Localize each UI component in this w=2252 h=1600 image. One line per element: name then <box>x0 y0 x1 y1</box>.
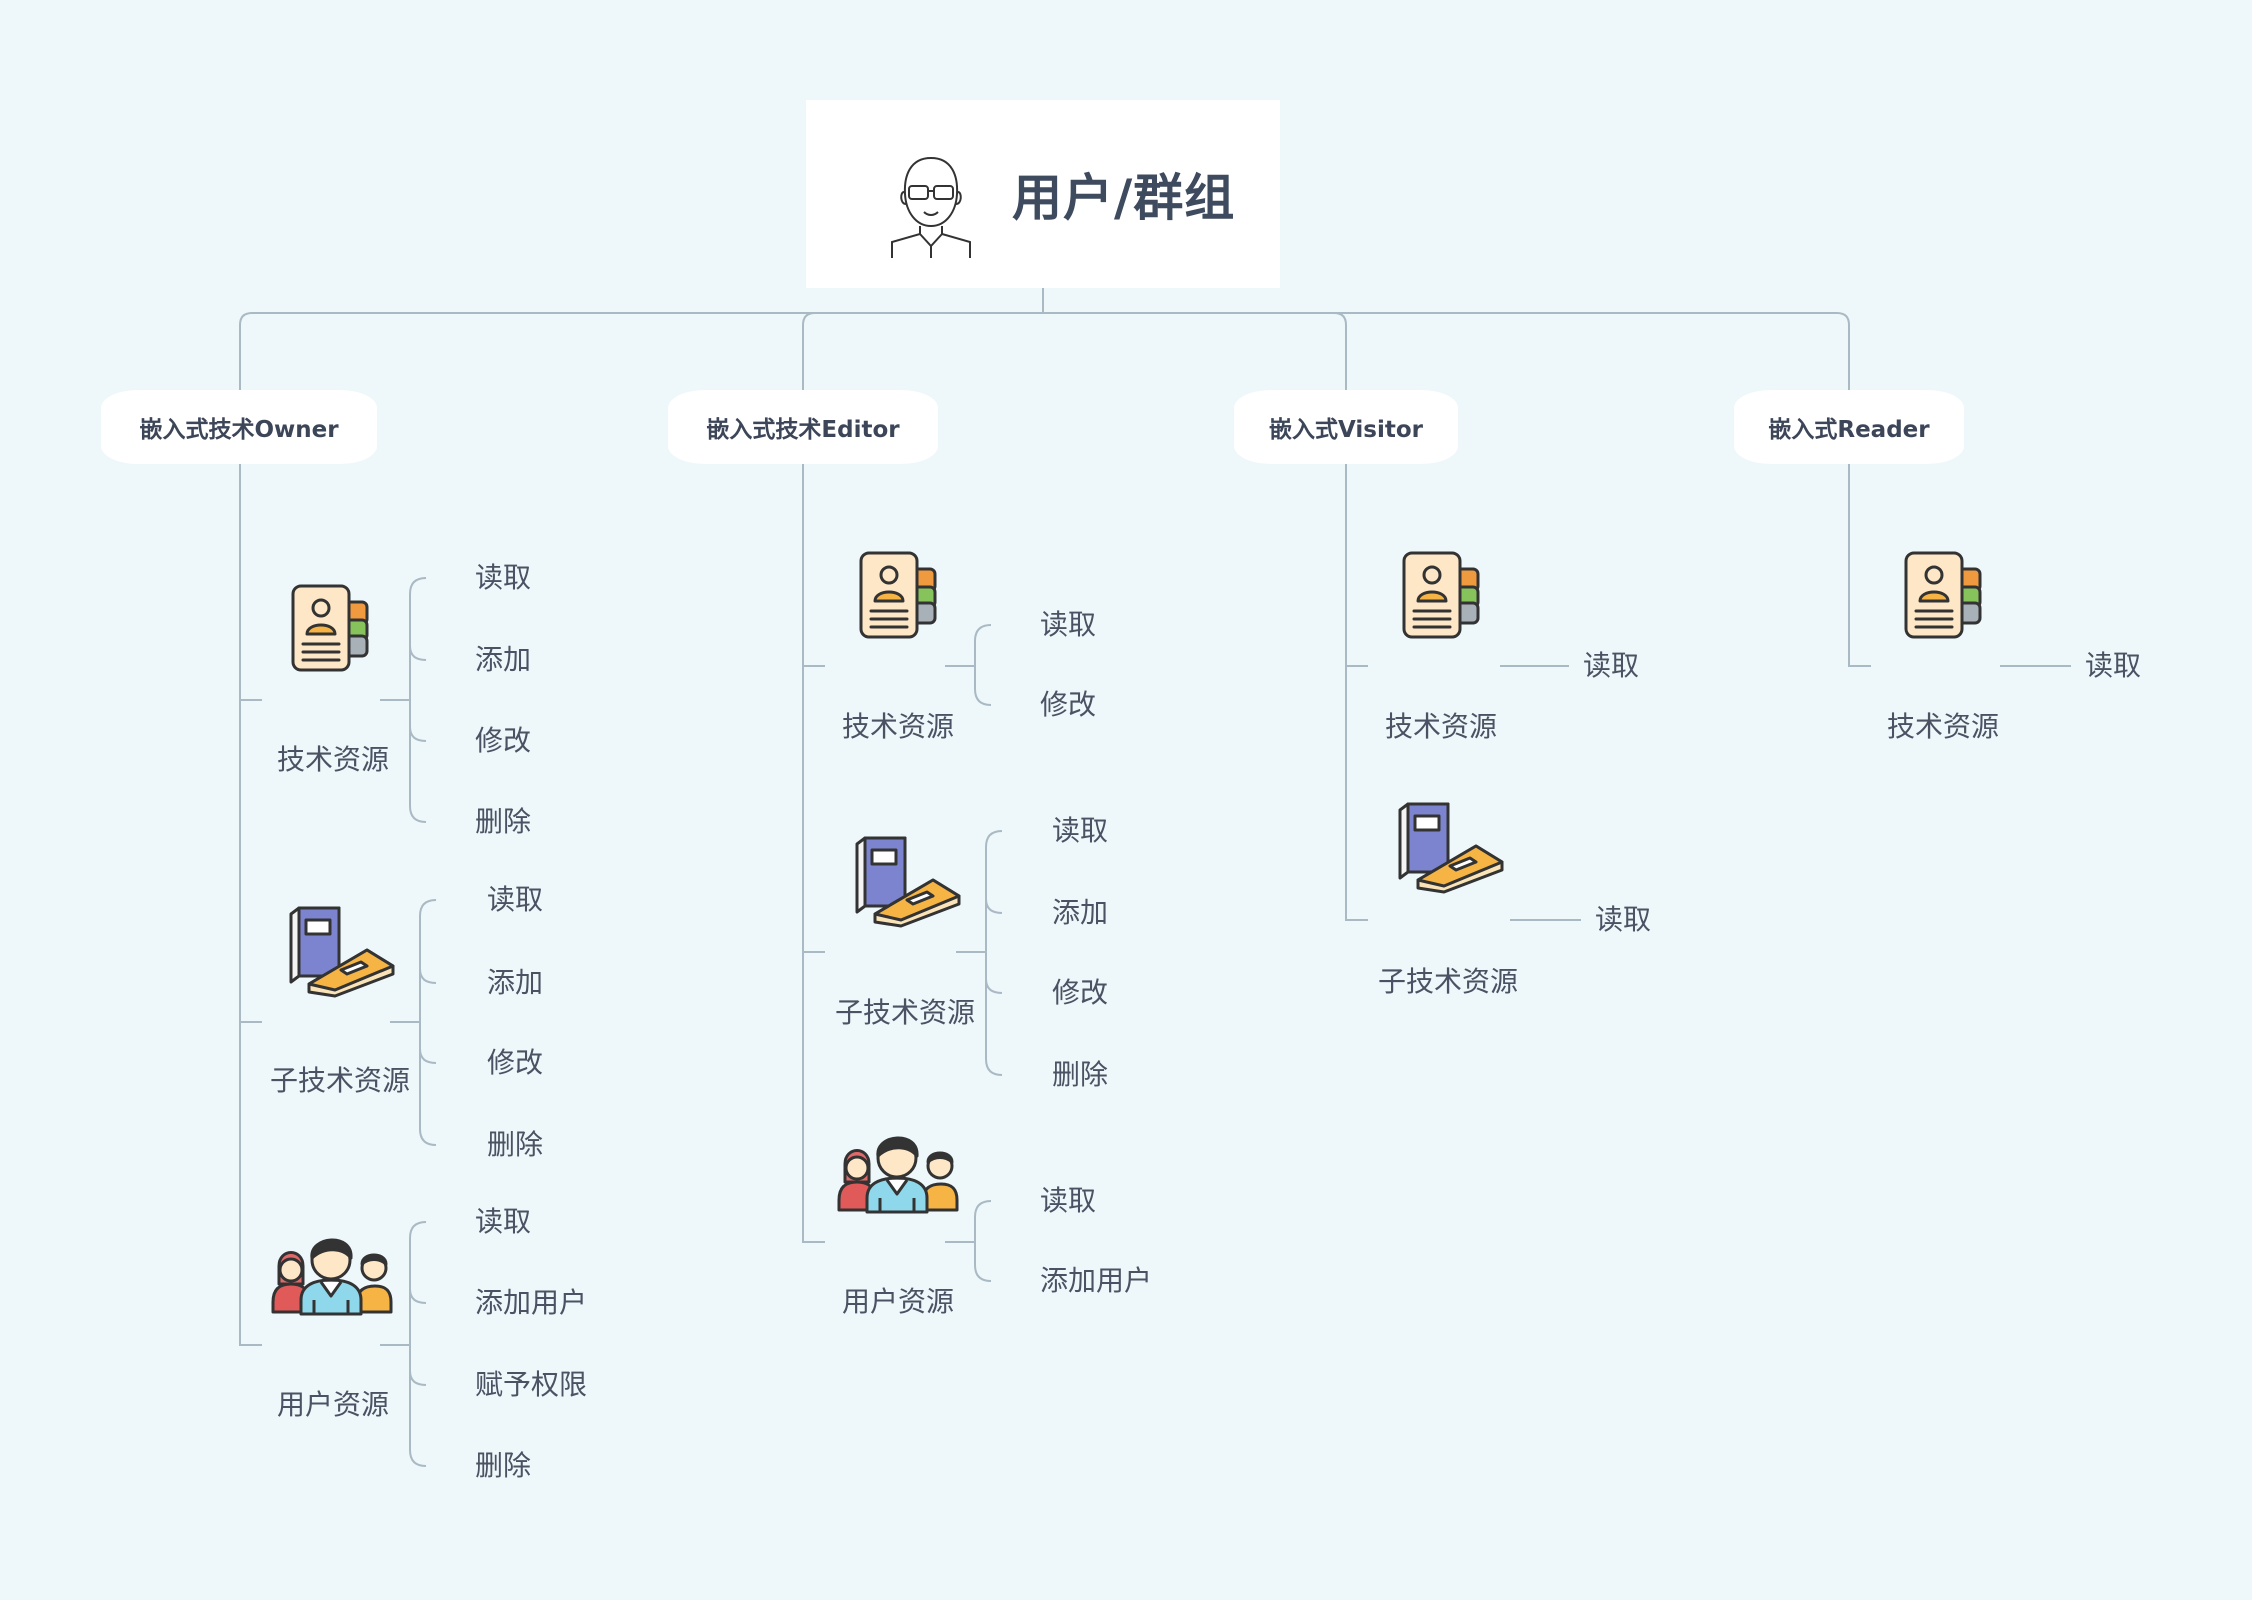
permission-connector <box>945 1200 992 1282</box>
user-avatar-icon <box>891 156 971 258</box>
permission-visitor[interactable]: 读取 <box>1595 903 1652 936</box>
user-group-icon <box>271 1238 393 1316</box>
role-label: 嵌入式Visitor <box>1269 417 1423 443</box>
permission-connector <box>380 577 427 823</box>
permission-owner[interactable]: 添加 <box>475 643 532 676</box>
permission-reader[interactable]: 读取 <box>2085 649 2142 682</box>
resource-card-icon <box>1904 551 1982 639</box>
role-label: 嵌入式Reader <box>1768 417 1930 443</box>
resource-label[interactable]: 用户资源 <box>276 1388 390 1421</box>
resource-label[interactable]: 子技术资源 <box>834 996 976 1029</box>
role-label: 嵌入式技术Editor <box>706 417 900 443</box>
permission-owner[interactable]: 修改 <box>475 724 532 757</box>
permission-editor[interactable]: 删除 <box>1052 1058 1109 1091</box>
permission-editor[interactable]: 修改 <box>1040 688 1097 721</box>
permission-owner[interactable]: 读取 <box>475 561 532 594</box>
permission-editor[interactable]: 添加用户 <box>1040 1264 1153 1297</box>
resource-label[interactable]: 子技术资源 <box>1377 965 1519 998</box>
user-group-icon <box>837 1136 959 1214</box>
permission-editor[interactable]: 读取 <box>1052 814 1109 847</box>
resource-label[interactable]: 用户资源 <box>841 1285 955 1318</box>
role-node-owner[interactable]: 嵌入式技术Owner <box>101 390 377 464</box>
role-node-visitor[interactable]: 嵌入式Visitor <box>1234 390 1458 464</box>
permission-owner[interactable]: 删除 <box>475 805 532 838</box>
books-icon <box>855 836 961 928</box>
resource-label[interactable]: 子技术资源 <box>269 1064 411 1097</box>
books-icon <box>289 906 395 998</box>
permission-connector <box>380 1221 427 1467</box>
resource-label[interactable]: 技术资源 <box>1886 710 2000 743</box>
resource-label[interactable]: 技术资源 <box>1384 710 1498 743</box>
permission-connector <box>390 899 437 1146</box>
resource-card-icon <box>291 584 369 672</box>
role-node-reader[interactable]: 嵌入式Reader <box>1734 390 1964 464</box>
permission-owner[interactable]: 删除 <box>487 1128 544 1161</box>
permission-editor[interactable]: 修改 <box>1052 976 1109 1009</box>
permission-owner[interactable]: 添加 <box>487 966 544 999</box>
permission-visitor[interactable]: 读取 <box>1583 649 1640 682</box>
role-label: 嵌入式技术Owner <box>139 417 339 443</box>
permission-editor[interactable]: 读取 <box>1040 608 1097 641</box>
resource-card-icon <box>1402 551 1480 639</box>
permission-owner[interactable]: 读取 <box>487 883 544 916</box>
root-title: 用户/群组 <box>1012 169 1236 227</box>
permission-editor[interactable]: 添加 <box>1052 896 1109 929</box>
permission-owner[interactable]: 赋予权限 <box>475 1368 588 1401</box>
resource-label[interactable]: 技术资源 <box>841 710 955 743</box>
permission-owner[interactable]: 删除 <box>475 1449 532 1482</box>
books-icon <box>1398 802 1504 894</box>
permission-owner[interactable]: 读取 <box>475 1205 532 1238</box>
permission-connector <box>956 830 1003 1076</box>
permission-owner[interactable]: 修改 <box>487 1046 544 1079</box>
permission-editor[interactable]: 读取 <box>1040 1184 1097 1217</box>
permission-owner[interactable]: 添加用户 <box>475 1286 588 1319</box>
resource-card-icon <box>859 551 937 639</box>
permission-connector <box>945 624 992 706</box>
root-node: 用户/群组 <box>806 100 1280 288</box>
role-node-editor[interactable]: 嵌入式技术Editor <box>668 390 938 464</box>
resource-label[interactable]: 技术资源 <box>276 743 390 776</box>
